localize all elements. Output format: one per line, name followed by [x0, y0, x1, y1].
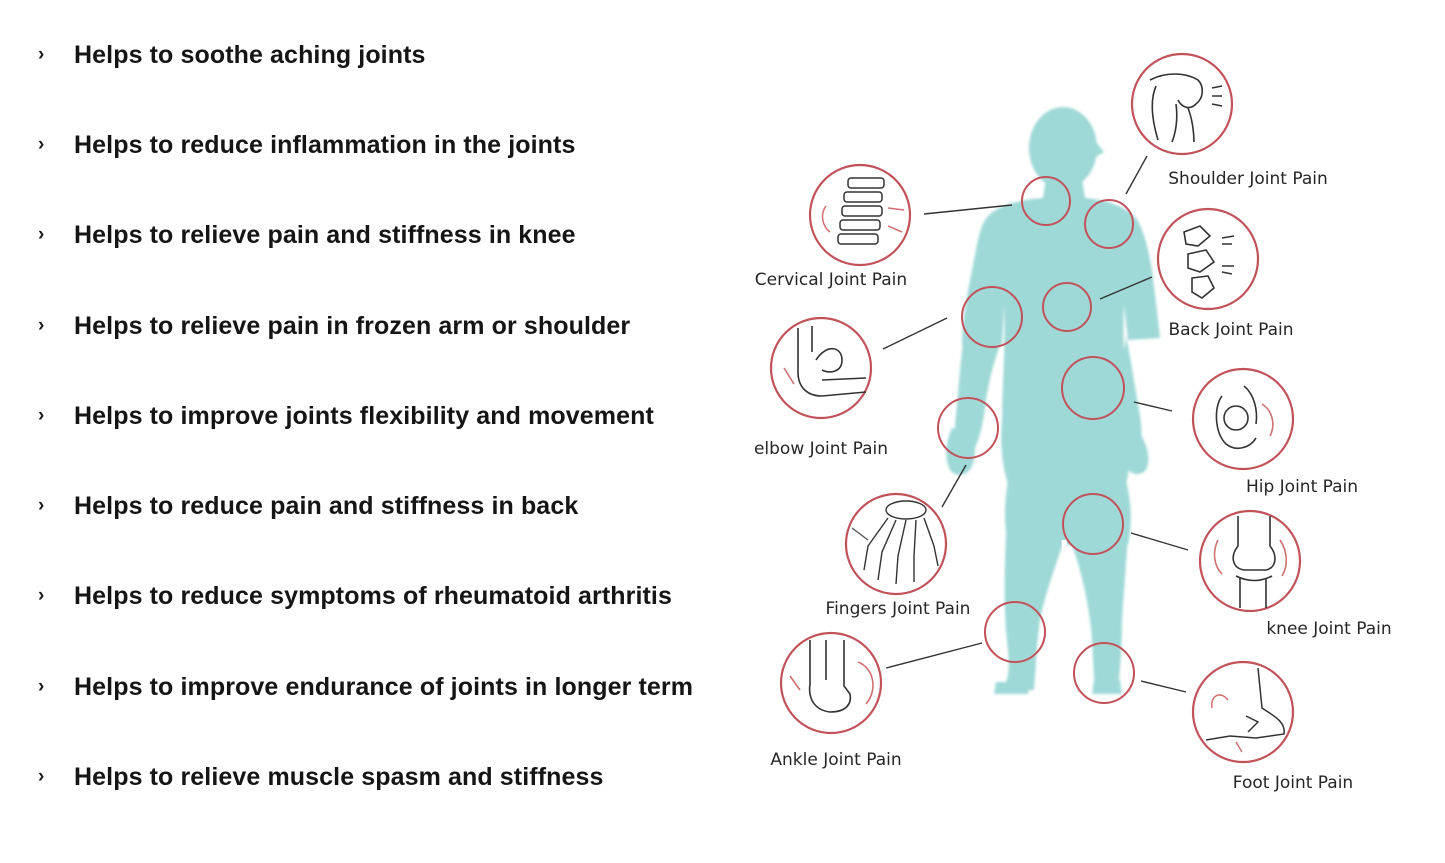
- benefit-item: › Helps to relieve pain in frozen arm or…: [38, 306, 630, 346]
- body-ring-hand: [937, 397, 999, 459]
- body-ring-foot: [1073, 642, 1135, 704]
- benefit-text: Helps to reduce inflammation in the join…: [74, 130, 576, 159]
- ankle-ring: [779, 631, 883, 735]
- benefit-item: › Helps to improve joints flexibility an…: [38, 396, 654, 436]
- foot-joint-callout: Foot Joint Pain: [1191, 660, 1353, 793]
- body-ring-elbow: [961, 286, 1023, 348]
- elbow-label: elbow Joint Pain: [754, 439, 888, 459]
- chevron-right-icon: ›: [38, 495, 45, 516]
- cervical-joint-callout: Cervical Joint Pain: [755, 163, 912, 290]
- chevron-right-icon: ›: [38, 134, 45, 155]
- body-ring-hip: [1061, 356, 1125, 420]
- connector-hip: [1133, 401, 1173, 412]
- hand-bones-icon: [851, 500, 939, 585]
- body-ring-back: [1042, 282, 1092, 332]
- chevron-right-icon: ›: [38, 766, 45, 787]
- ankle-joint-callout: Ankle Joint Pain: [770, 631, 902, 770]
- shoulder-joint-callout: Shoulder Joint Pain: [1130, 52, 1328, 189]
- ankle-bone-icon: [789, 640, 874, 713]
- hip-bone-icon: [1215, 385, 1274, 450]
- chevron-right-icon: ›: [38, 585, 45, 606]
- fingers-label: Fingers Joint Pain: [826, 599, 971, 619]
- benefit-text: Helps to soothe aching joints: [74, 40, 426, 69]
- shoulder-ring: [1130, 52, 1234, 156]
- benefits-list: › Helps to soothe aching joints › Helps …: [38, 35, 693, 797]
- benefit-text: Helps to relieve pain and stiffness in k…: [74, 220, 576, 249]
- benefit-item: › Helps to reduce pain and stiffness in …: [38, 486, 578, 526]
- benefit-text: Helps to relieve muscle spasm and stiffn…: [74, 762, 604, 791]
- back-label: Back Joint Pain: [1168, 320, 1293, 340]
- elbow-joint-callout: elbow Joint Pain: [754, 316, 888, 459]
- benefit-item: › Helps to relieve pain and stiffness in…: [38, 215, 576, 255]
- elbow-ring: [769, 316, 873, 420]
- benefit-text: Helps to improve endurance of joints in …: [74, 672, 694, 701]
- connector-foot: [1140, 680, 1187, 693]
- benefit-item: › Helps to relieve muscle spasm and stif…: [38, 757, 604, 797]
- benefit-item: › Helps to improve endurance of joints i…: [38, 667, 693, 707]
- connector-shoulder: [1125, 155, 1148, 195]
- hip-ring: [1191, 367, 1295, 471]
- spine-icon: [821, 177, 905, 245]
- connector-elbow: [882, 317, 948, 350]
- benefit-item: › Helps to reduce inflammation in the jo…: [38, 125, 575, 165]
- body-ring-ankle: [984, 601, 1046, 663]
- benefit-text: Helps to reduce symptoms of rheumatoid a…: [74, 581, 672, 610]
- chevron-right-icon: ›: [38, 405, 45, 426]
- knee-ring: [1198, 509, 1302, 613]
- hip-joint-callout: Hip Joint Pain: [1191, 367, 1358, 497]
- body-rings: [937, 176, 1135, 704]
- connector-fingers: [941, 464, 967, 508]
- body-ring-knee: [1062, 493, 1124, 555]
- body-ring-neck: [1021, 176, 1071, 226]
- cervical-ring: [808, 163, 912, 267]
- fingers-joint-callout: Fingers Joint Pain: [826, 492, 971, 619]
- ankle-label: Ankle Joint Pain: [770, 750, 901, 770]
- fingers-ring: [844, 492, 948, 596]
- connector-back: [1099, 276, 1153, 300]
- body-ring-shoulder: [1084, 199, 1134, 249]
- body-silhouette: [946, 107, 1160, 694]
- shoulder-label: Shoulder Joint Pain: [1168, 169, 1328, 189]
- foot-label: Foot Joint Pain: [1233, 773, 1353, 793]
- chevron-right-icon: ›: [38, 315, 45, 336]
- shoulder-bone-icon: [1149, 73, 1223, 143]
- foot-ring: [1191, 660, 1295, 764]
- benefit-item: › Helps to soothe aching joints: [38, 35, 426, 75]
- connector-ankle: [885, 642, 983, 669]
- chevron-right-icon: ›: [38, 676, 45, 697]
- knee-joint-callout: knee Joint Pain: [1198, 509, 1392, 639]
- benefit-text: Helps to improve joints flexibility and …: [74, 401, 654, 430]
- benefit-text: Helps to relieve pain in frozen arm or s…: [74, 311, 631, 340]
- back-joint-callout: Back Joint Pain: [1156, 207, 1294, 340]
- benefit-text: Helps to reduce pain and stiffness in ba…: [74, 491, 579, 520]
- chevron-right-icon: ›: [38, 44, 45, 65]
- hip-label: Hip Joint Pain: [1246, 477, 1358, 497]
- chevron-right-icon: ›: [38, 224, 45, 245]
- benefit-item: › Helps to reduce symptoms of rheumatoid…: [38, 576, 672, 616]
- cervical-label: Cervical Joint Pain: [755, 270, 907, 290]
- vertebra-icon: [1183, 225, 1235, 299]
- leg-gap: [1061, 539, 1070, 586]
- knee-label: knee Joint Pain: [1266, 619, 1391, 639]
- connector-cervical: [923, 204, 1013, 215]
- back-ring: [1156, 207, 1260, 311]
- connector-knee: [1130, 532, 1189, 551]
- elbow-bone-icon: [783, 326, 867, 397]
- knee-bone-icon: [1213, 516, 1288, 608]
- connector-lines: [882, 155, 1189, 693]
- foot-bone-icon: [1205, 667, 1285, 753]
